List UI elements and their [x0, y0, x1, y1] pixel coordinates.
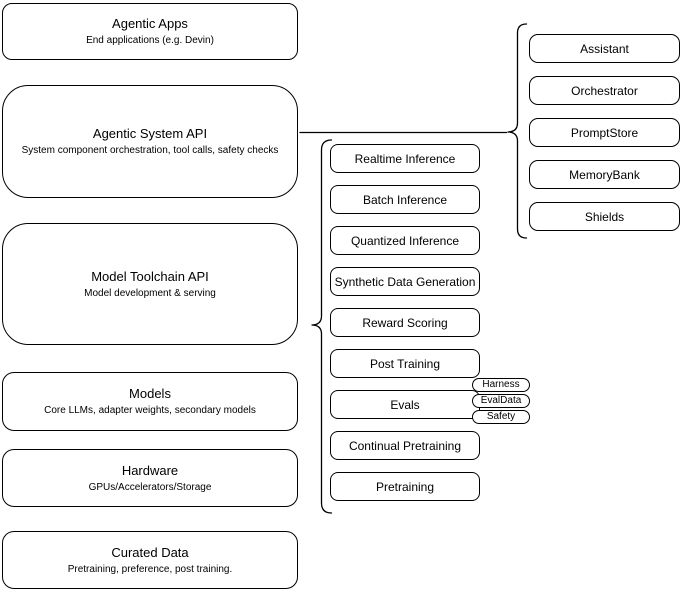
- system-components-column: Assistant Orchestrator PromptStore Memor…: [529, 34, 680, 231]
- layer-subtitle: Core LLMs, adapter weights, secondary mo…: [44, 405, 256, 416]
- layer-hardware: Hardware GPUs/Accelerators/Storage: [2, 449, 298, 507]
- layer-title: Curated Data: [111, 544, 189, 560]
- toolchain-item: Post Training: [330, 349, 480, 378]
- toolchain-item-label: Quantized Inference: [350, 233, 460, 248]
- system-component-label: Orchestrator: [571, 83, 638, 98]
- layer-title: Models: [129, 386, 171, 401]
- layer-subtitle: Model development & serving: [84, 287, 216, 299]
- layer-subtitle: GPUs/Accelerators/Storage: [88, 481, 212, 493]
- toolchain-item: Reward Scoring: [330, 308, 480, 337]
- toolchain-item-label: Continual Pretraining: [348, 438, 462, 453]
- system-component-item: PromptStore: [529, 118, 680, 147]
- layer-agentic-system-api: Agentic System API System component orch…: [2, 85, 298, 198]
- system-component-item: Orchestrator: [529, 76, 680, 105]
- layer-curated-data: Curated Data Pretraining, preference, po…: [2, 531, 298, 589]
- toolchain-item-label: Batch Inference: [362, 192, 448, 207]
- layer-title: Hardware: [121, 462, 179, 478]
- layer-title: Model Toolchain API: [91, 268, 209, 284]
- toolchain-item-label: Realtime Inference: [354, 151, 456, 166]
- evals-pill: Harness: [472, 378, 530, 392]
- evals-pill-label: Safety: [486, 411, 516, 422]
- evals-pill-label: EvalData: [480, 395, 522, 406]
- toolchain-item-label: Reward Scoring: [362, 315, 448, 330]
- layer-subtitle: End applications (e.g. Devin): [86, 35, 214, 46]
- layer-subtitle: Pretraining, preference, post training.: [67, 563, 233, 575]
- toolchain-item: Continual Pretraining: [330, 431, 480, 460]
- system-component-item: Assistant: [529, 34, 680, 63]
- toolchain-item: Realtime Inference: [330, 144, 480, 173]
- toolchain-item: Evals: [330, 390, 480, 419]
- toolchain-item: Pretraining: [330, 472, 480, 501]
- toolchain-item: Quantized Inference: [330, 226, 480, 255]
- layer-title: Agentic Apps: [112, 16, 188, 31]
- evals-pill-label: Harness: [482, 379, 520, 390]
- layer-model-toolchain-api: Model Toolchain API Model development & …: [2, 223, 298, 345]
- system-component-label: Shields: [584, 209, 625, 224]
- toolchain-item-label: Synthetic Data Generation: [334, 274, 476, 289]
- system-component-label: PromptStore: [570, 125, 639, 140]
- toolchain-item: Batch Inference: [330, 185, 480, 214]
- system-component-label: MemoryBank: [569, 167, 640, 182]
- toolchain-item-label: Evals: [390, 397, 420, 412]
- layer-models: Models Core LLMs, adapter weights, secon…: [2, 372, 298, 431]
- system-component-label: Assistant: [580, 41, 629, 56]
- layer-subtitle: System component orchestration, tool cal…: [21, 145, 279, 156]
- evals-pill: Safety: [472, 410, 530, 424]
- system-component-item: Shields: [529, 202, 680, 231]
- evals-pill: EvalData: [472, 394, 530, 408]
- toolchain-item-label: Pretraining: [375, 479, 435, 494]
- layer-title: Agentic System API: [92, 126, 208, 141]
- toolchain-column: Realtime Inference Batch Inference Quant…: [330, 144, 480, 501]
- system-component-item: MemoryBank: [529, 160, 680, 189]
- layer-agentic-apps: Agentic Apps End applications (e.g. Devi…: [2, 3, 298, 60]
- evals-sub-pills: Harness EvalData Safety: [472, 378, 530, 424]
- toolchain-item: Synthetic Data Generation: [330, 267, 480, 296]
- toolchain-item-label: Post Training: [369, 356, 441, 371]
- components-bracket: [507, 23, 528, 239]
- toolchain-bracket: [311, 139, 333, 514]
